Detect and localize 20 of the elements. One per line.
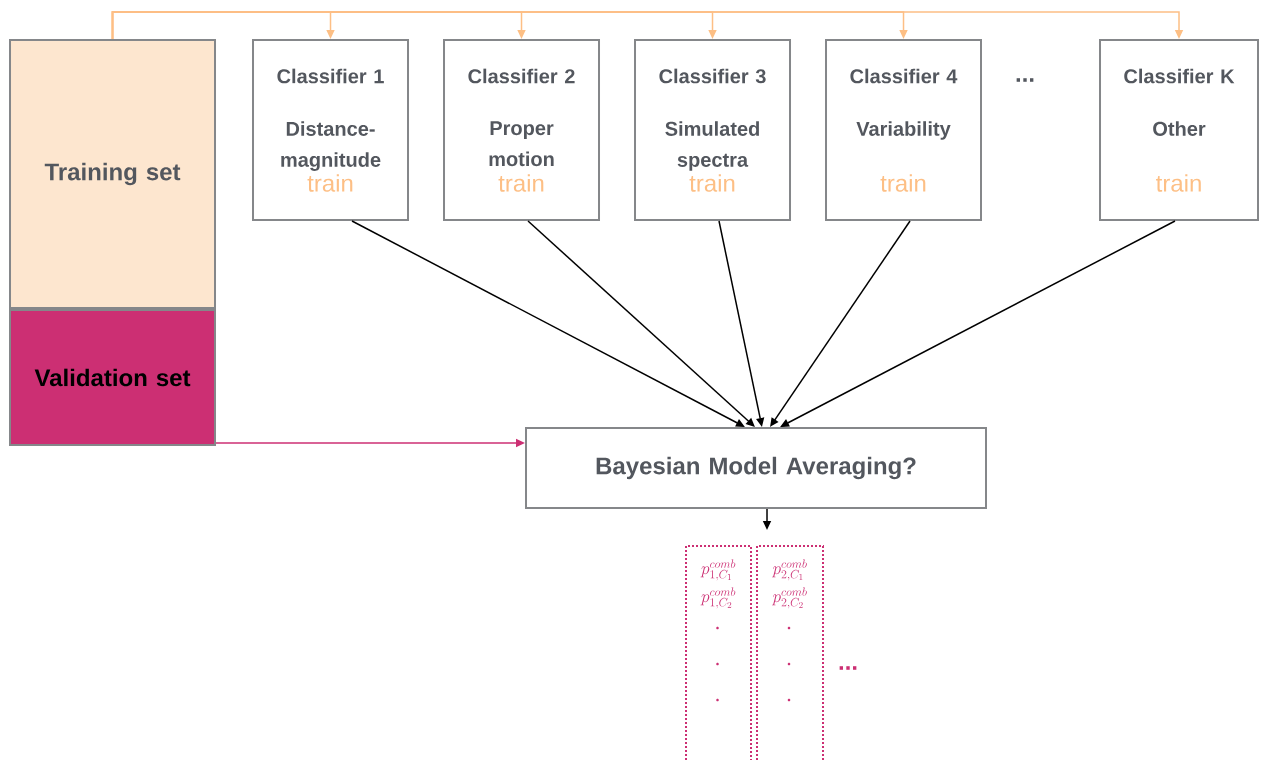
arrow: [527, 220, 755, 427]
arrow: [780, 220, 1176, 427]
node-label: $p^{comb}_{2,C_1}$: [771, 559, 807, 581]
probability-column: $p^{comb}_{1,C_1}$ $p^{comb}_{1,C_2}$: [685, 545, 752, 761]
node-label: $p^{comb}_{1,C_1}$: [700, 559, 736, 581]
model-averaging-box: Bayesian Model Averaging?: [525, 427, 987, 509]
arrow: [111, 11, 1184, 40]
node-label: $p^{comb}_{1,C_2}$: [700, 587, 736, 609]
classifier-box: Classifier 1 Distance-magnitude train: [252, 39, 409, 221]
classifier-box: Classifier 2 Proper motion train: [443, 39, 600, 221]
arrow: [351, 220, 745, 427]
training-set-box: Training set: [9, 39, 216, 309]
probability-column: $p^{comb}_{2,C_1}$ $p^{comb}_{2,C_2}$: [756, 545, 824, 761]
classifier-box: Classifier 4 Variability train: [825, 39, 982, 221]
arrow: [770, 220, 911, 427]
ellipsis: ...: [1016, 78, 1034, 82]
node-label: $p^{comb}_{2,C_2}$: [771, 587, 807, 609]
validation-set-box: Validation set: [9, 309, 216, 446]
classifier-box: Classifier 3 Simulated spectra train: [634, 39, 791, 221]
classifier-box: Classifier K Other train: [1099, 39, 1259, 221]
